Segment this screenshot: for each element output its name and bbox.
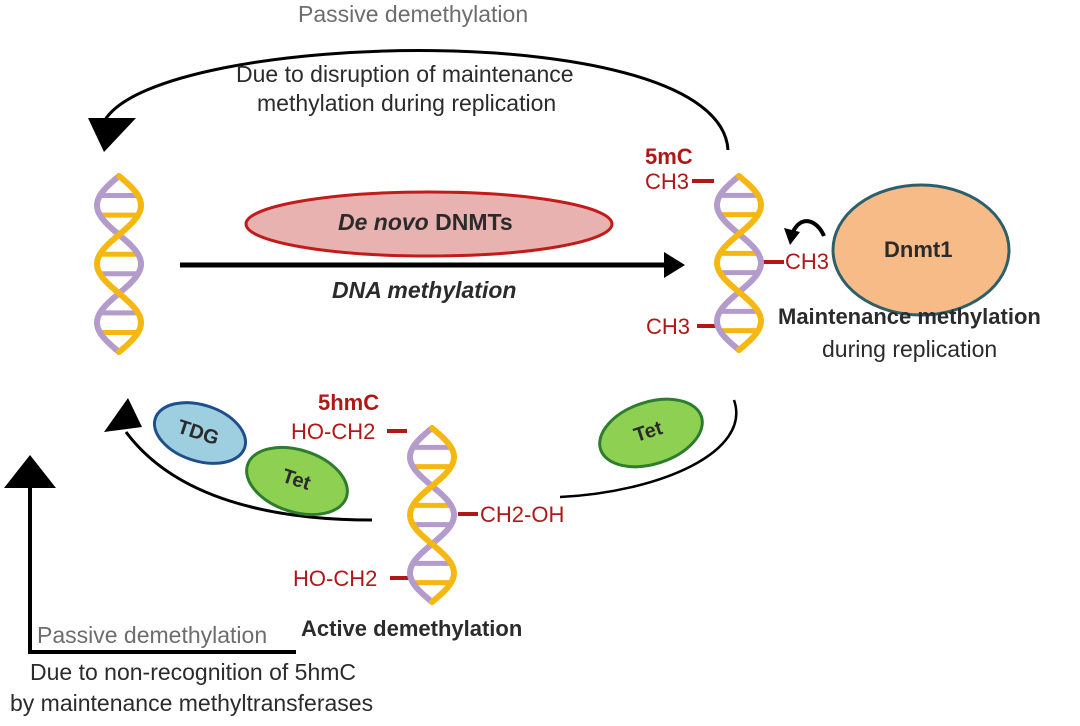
tet-ellipse-right [598,397,704,469]
bottom-passive-title: Passive demethylation [37,622,268,648]
bottom-passive-arrowhead [4,455,56,488]
active-demethylation-title: Active demethylation [301,616,523,641]
bottom-passive-arrow [28,485,296,654]
top-passive-line2: methylation during replication [257,90,557,116]
bottom-passive-line1: Due to non-recognition of 5hmC [30,659,357,685]
ch2oh-mark: CH2-OH [480,502,565,527]
ch3-mark-1: CH3 [645,169,690,194]
maintenance-title: Maintenance methylation [778,304,1041,329]
methylated-dna-helix [713,173,765,353]
hoch2-mark-1: HO-CH2 [291,419,376,444]
5hmc-label: 5hmC [318,390,380,415]
5mc-label: 5mC [645,144,693,169]
active-arrowhead [104,398,142,432]
dnmt1-ellipse [831,183,1011,317]
bottom-passive-line2: by maintenance methyltransferases [10,690,374,716]
purple-strand [714,173,765,353]
denovo-dnmts-label: De novo DNMTs [338,211,513,234]
yellow-strand [713,173,764,353]
top-passive-line1: Due to disruption of maintenance [236,61,574,87]
dna-methylation-label: DNA methylation [332,277,517,303]
tet-ellipse-left [245,445,349,517]
maintenance-subtitle: during replication [822,336,998,362]
dnmt1-curved-arrowhead [784,228,800,245]
ch3-mark-3: CH3 [646,314,691,339]
dnmt1-curved-arrow [791,219,826,237]
ch3-mark-2: CH3 [785,249,830,274]
denovo-italic: De novo [338,209,429,235]
purple-strand [94,173,145,355]
methylation-arrowhead [664,252,685,278]
yellow-strand [406,425,457,605]
top-passive-title: Passive demethylation [298,1,529,27]
unmethylated-dna-helix [93,173,145,355]
top-passive-arc [103,49,730,151]
top-passive-arrowhead [88,118,136,152]
dnmt1-label: Dnmt1 [884,237,953,262]
active-arc [124,431,373,522]
denovo-dnmts-ellipse [244,190,614,258]
hoch2-mark-2: HO-CH2 [293,566,378,591]
oxidation-arc [559,399,738,499]
tdg-ellipse [152,401,248,465]
hydroxymethylated-dna-helix [406,425,458,605]
dnmts-text: DNMTs [428,209,513,235]
yellow-strand [93,173,144,355]
purple-strand [407,425,458,605]
